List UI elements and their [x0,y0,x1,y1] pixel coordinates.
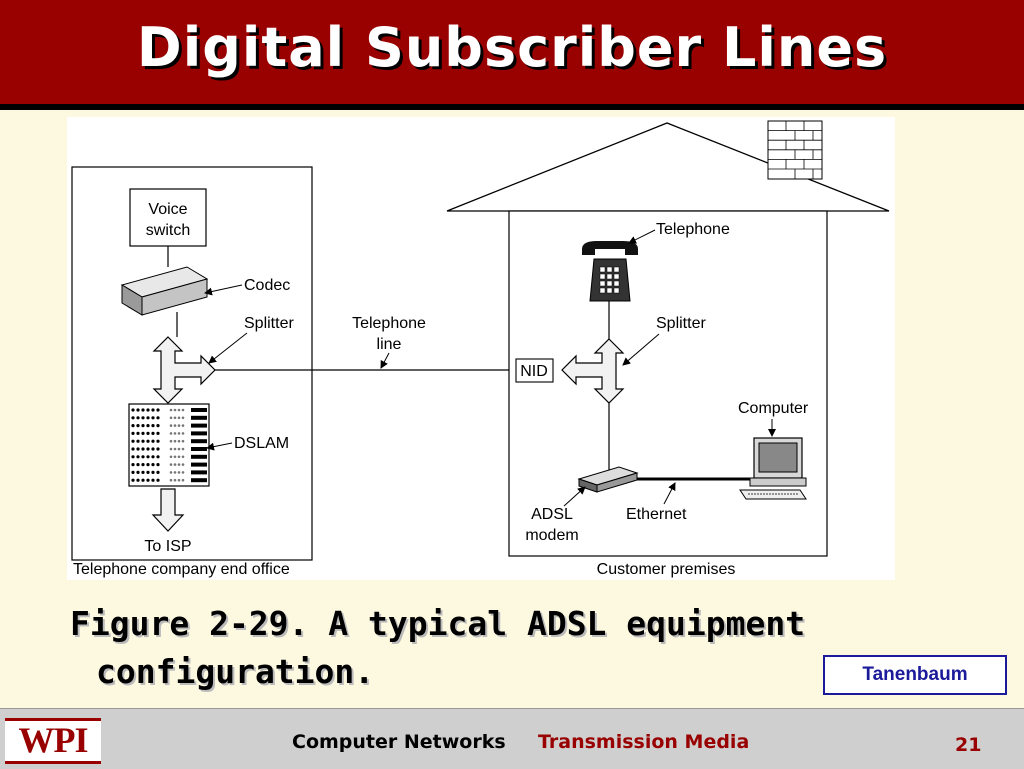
dslam-rack [128,403,210,487]
adsl-modem-label-1: ADSL [531,506,573,523]
figure-caption: Figure 2-29. A typical ADSL equipment co… [70,600,805,696]
footer-bar: WPI Computer Networks Transmission Media… [0,708,1024,769]
adsl-diagram: Telephone company end office Voice switc… [67,117,895,580]
credit-badge: Tanenbaum [823,655,1007,695]
end-office-label: Telephone company end office [73,561,290,578]
title-bar: Digital Subscriber Lines [0,0,1024,110]
ethernet-label: Ethernet [626,506,687,523]
codec-device [120,266,209,316]
footer-topic: Transmission Media [538,731,750,753]
voice-switch-label-2: switch [146,222,190,239]
caption-line-1: Figure 2-29. A typical ADSL equipment [70,604,806,643]
voice-switch-label-1: Voice [148,201,187,218]
office-splitter-icon [152,336,216,404]
telephone-icon [582,241,638,302]
home-splitter-icon [561,338,625,404]
office-splitter-label: Splitter [244,315,294,332]
telephone-label: Telephone [656,221,730,238]
to-isp-arrow-icon [151,488,185,532]
adsl-modem-label-2: modem [525,527,578,544]
computer-icon [739,437,807,500]
house [446,122,890,557]
telephone-line-label-2: line [377,336,402,353]
computer-label: Computer [738,400,809,417]
nid-box [515,358,554,383]
nid-label: NID [520,363,548,380]
wpi-logo: WPI [5,718,101,764]
page-number: 21 [955,734,982,756]
home-splitter-label: Splitter [656,315,706,332]
to-isp-label: To ISP [144,538,191,555]
slide-title: Digital Subscriber Lines [136,16,888,79]
footer-course: Computer Networks [292,731,506,753]
adsl-modem-device [577,466,639,493]
customer-premises-label: Customer premises [597,561,736,578]
dslam-label: DSLAM [234,435,289,452]
end-office-box [71,166,313,561]
chimney [767,120,823,180]
telephone-line-label-1: Telephone [352,315,426,332]
codec-label: Codec [244,277,290,294]
caption-line-2: configuration. [96,652,375,691]
